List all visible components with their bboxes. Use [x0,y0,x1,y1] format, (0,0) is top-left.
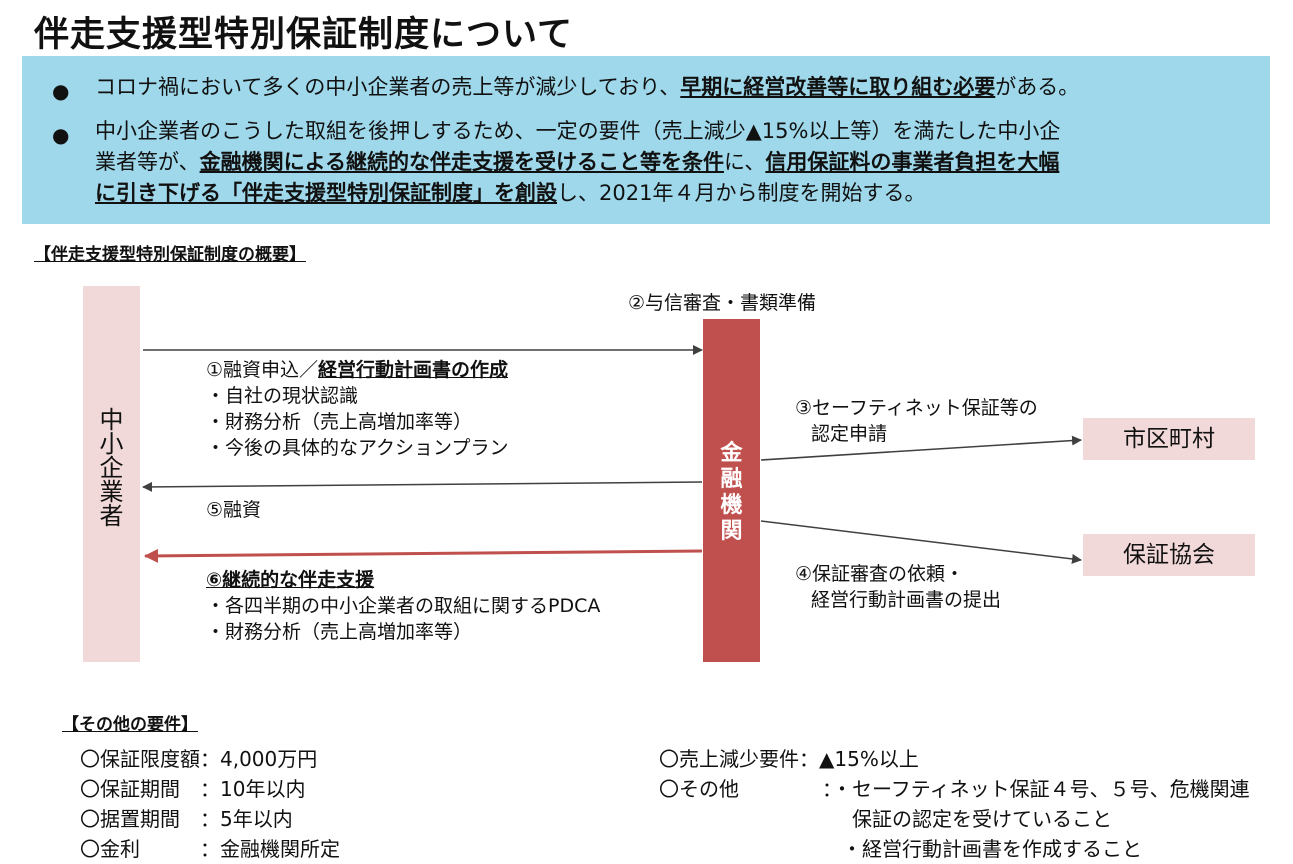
requirement-other: ：・セーフティネット保証４号、５号、危機関連 保証の認定を受けていること ・経営… [822,774,1250,864]
step3-line: ③セーフティネット保証等の [795,397,1038,419]
bullet1-text: コロナ禍において多くの中小企業者の売上等が減少しており、 [95,75,681,99]
bullet-marker: ● [52,123,70,147]
summary-bullet-2: 中小企業者のこうした取組を後押しするため、一定の要件（売上減少▲15%以上等）を… [95,116,1060,209]
requirement-other-line: 保証の認定を受けていること [852,807,1112,831]
bank-char: 関 [720,519,743,544]
step1-block: ①融資申込／経営行動計画書の作成 ・自社の現状認識 ・財務分析（売上高増加率等）… [206,357,508,461]
municipality-box: 市区町村 [1083,418,1255,460]
step6-item: ・各四半期の中小企業者の取組に関するPDCA [206,595,601,617]
summary-box: ● コロナ禍において多くの中小企業者の売上等が減少しており、早期に経営改善等に取… [22,56,1270,224]
requirements-left: 〇保証限度額：4,000万円 〇保証期間 ：10年以内 〇据置期間 ：5年以内 … [80,744,340,864]
requirement-item: 〇据置期間 ：5年以内 [80,807,293,831]
step1-item: ・今後の具体的なアクションプラン [206,437,509,459]
bank-label: 金 融 機 関 [703,441,760,545]
step1-item: ・財務分析（売上高増加率等） [206,411,473,433]
arrow-step5 [142,481,703,492]
overview-heading: 【伴走支援型特別保証制度の概要】 [34,245,306,265]
step1-title: ①融資申込／経営行動計画書の作成 [206,357,508,383]
sme-char: 者 [99,502,124,530]
arrow-step4 [760,520,1082,564]
step6-block: ⑥継続的な伴走支援 ・各四半期の中小企業者の取組に関するPDCA ・財務分析（売… [206,567,600,645]
requirement-other-line: ・経営行動計画書を作成すること [842,837,1142,861]
bank-box: 金 融 機 関 [703,319,760,662]
step1-item: ・自社の現状認識 [206,385,359,407]
bullet2-line2-pre: 業者等が、 [95,150,200,174]
step4-line: 経営行動計画書の提出 [811,589,1002,611]
requirement-other-line: ：・セーフティネット保証４号、５号、危機関連 [822,777,1250,801]
requirement-item: 〇保証期間 ：10年以内 [80,777,306,801]
step1-emphasis: 経営行動計画書の作成 [318,359,509,381]
step4-block: ④保証審査の依頼・ 経営行動計画書の提出 [795,561,1001,613]
bullet1-emphasis: 早期に経営改善等に取り組む必要 [680,75,996,99]
sme-label: 中 小 企 業 者 [83,408,140,528]
sme-box: 中 小 企 業 者 [83,286,140,662]
bullet-marker: ● [52,79,70,103]
arrow-step6 [144,548,703,563]
page-title: 伴走支援型特別保証制度について [34,15,573,55]
bullet2-line3-post: し、2021年４月から制度を開始する。 [557,181,926,205]
step5-label: ⑤融資 [206,499,262,521]
requirement-sales-decline: 〇売上減少要件：▲15%以上 [659,747,919,771]
step1-prefix: ①融資申込／ [206,359,319,381]
bullet2-line2-mid: に、 [723,150,766,174]
requirement-item: 〇保証限度額：4,000万円 [80,747,318,771]
arrow-step3 [760,435,1082,461]
step3-block: ③セーフティネット保証等の 認定申請 [795,395,1038,447]
bullet1-text-end: がある。 [995,75,1080,99]
sme-char: 小 [99,430,124,458]
bullet2-emphasis-2: 信用保証料の事業者負担を大幅 [765,150,1060,174]
bullet2-line3: に引き下げる「伴走支援型特別保証制度」を創設し、2021年４月から制度を開始する… [95,178,1060,209]
step4-line: ④保証審査の依頼・ [795,563,965,585]
bullet2-emphasis-1: 金融機関による継続的な伴走支援を受けること等を条件 [199,150,724,174]
step6-item: ・財務分析（売上高増加率等） [206,621,473,643]
summary-bullet-1: コロナ禍において多くの中小企業者の売上等が減少しており、早期に経営改善等に取り組… [95,72,1079,103]
step2-label: ②与信審査・書類準備 [628,292,817,314]
step6-title: ⑥継続的な伴走支援 [206,569,375,591]
bullet2-line1: 中小企業者のこうした取組を後押しするため、一定の要件（売上減少▲15%以上等）を… [95,119,1061,143]
requirement-other-label: 〇その他 [659,777,739,801]
other-requirements-heading: 【その他の要件】 [62,715,198,735]
bullet2-emphasis-3: に引き下げる「伴走支援型特別保証制度」を創設 [95,181,557,205]
guarantee-association-box: 保証協会 [1083,534,1255,576]
step3-line: 認定申請 [811,423,888,445]
sme-char: 業 [99,478,124,506]
bank-char: 融 [720,467,743,492]
sme-char: 中 [99,406,124,434]
bullet2-line2: 業者等が、金融機関による継続的な伴走支援を受けること等を条件に、信用保証料の事業… [95,147,1060,178]
requirement-item: 〇金利 ：金融機関所定 [80,837,340,861]
sme-char: 企 [99,454,124,482]
bank-char: 機 [720,493,743,518]
bank-char: 金 [720,441,743,466]
